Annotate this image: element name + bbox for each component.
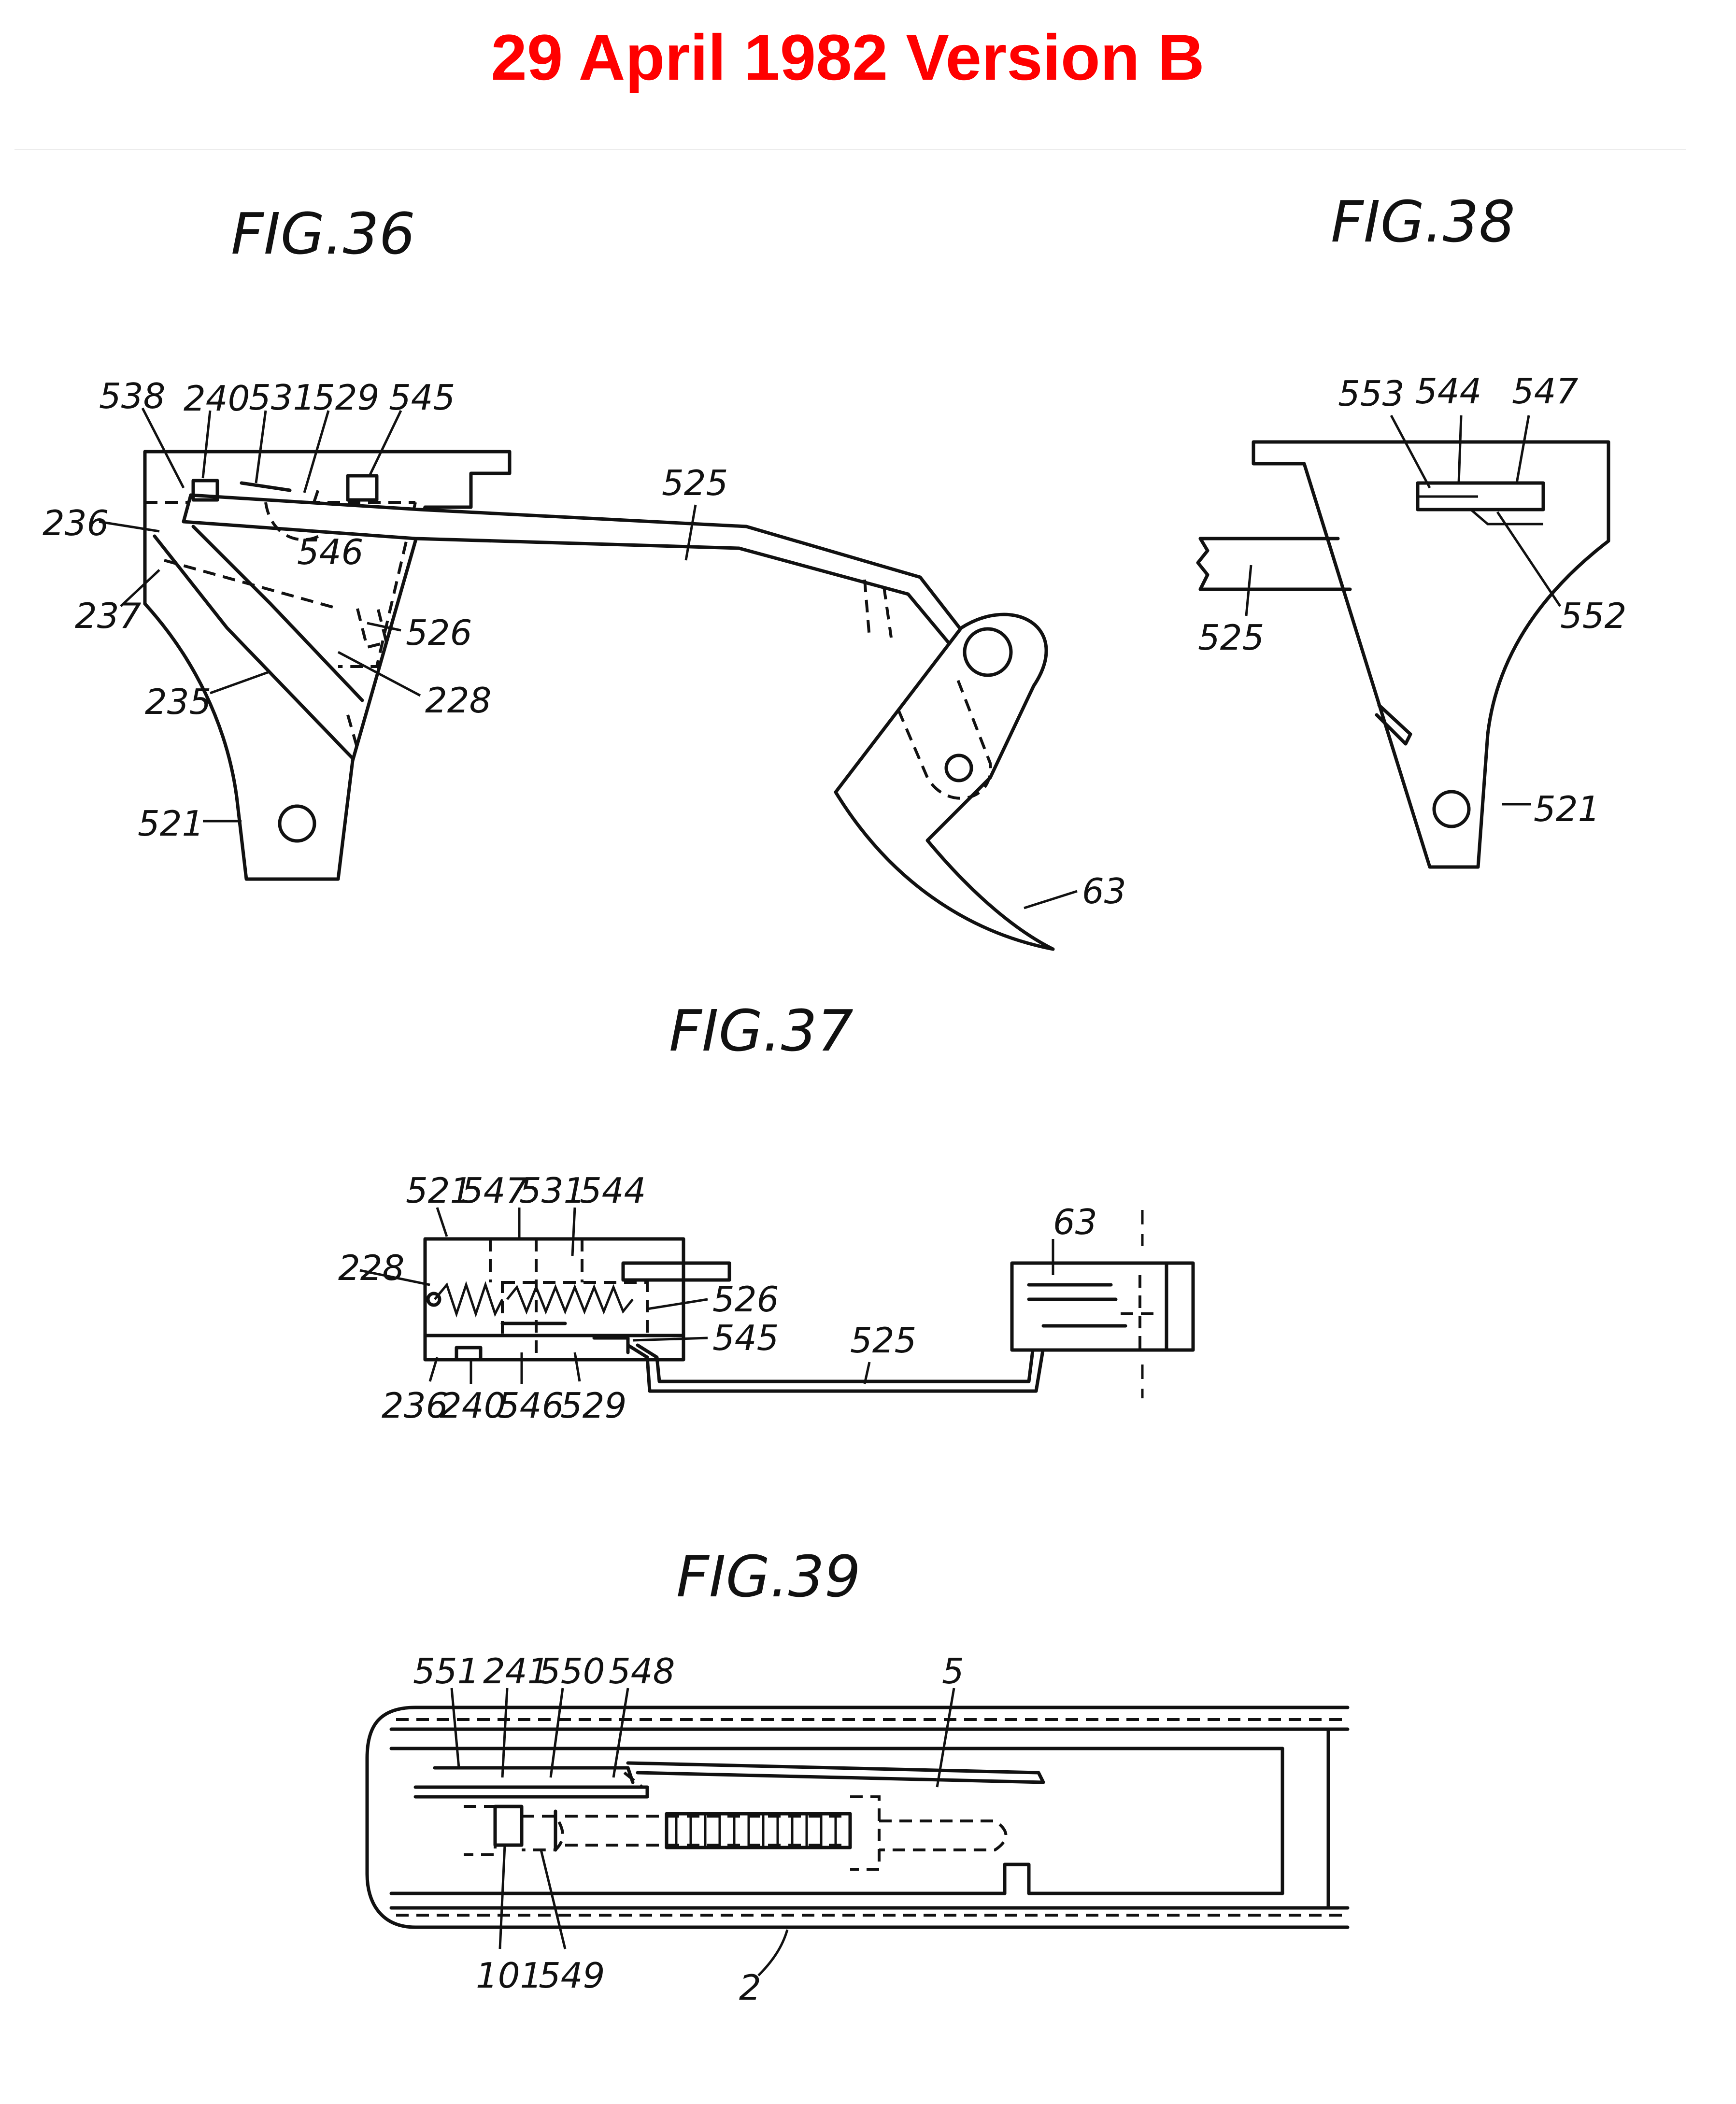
ref-525: 525 [850,1320,916,1361]
ref-237: 237 [75,596,142,636]
ref-545: 545 [389,377,455,418]
fig-39-slide-2 [365,1706,1350,1929]
ref-228: 228 [425,680,491,721]
ref-63: 63 [1082,871,1126,911]
fig-38-reference-numerals: 553 544 547 552 525 521 [1198,371,1626,829]
ref-525: 525 [1198,617,1264,658]
header-divider [14,149,1686,150]
ref-529: 529 [313,377,379,418]
fig-36-label: FIG.36 [231,200,415,267]
ref-546: 546 [498,1385,564,1426]
ref-101: 101 [476,1955,542,1996]
ref-526: 526 [406,612,472,653]
ref-549: 549 [539,1955,605,1996]
fig-38-leaders [1245,414,1562,806]
ref-236: 236 [382,1385,448,1426]
ref-521: 521 [406,1170,472,1211]
ref-548: 548 [609,1651,675,1692]
figure-38: FIG.38 553 544 547 552 525 521 [1196,188,1626,869]
fig-37-leaders [359,1207,1054,1384]
fig-38-frame-521 [1252,440,1610,869]
figure-36: FIG.36 [43,200,1126,951]
fig-37-label: FIG.37 [669,997,854,1064]
fig-36-leaders [99,407,1078,910]
ref-544: 544 [580,1170,646,1211]
fig-36-trigger-63 [834,612,1055,951]
ref-545: 545 [712,1318,779,1358]
fig-36-reference-numerals: 538 240 531 529 545 525 236 546 237 526 … [43,376,1126,911]
ref-236: 236 [43,503,109,543]
fig-38-label: FIG.38 [1331,188,1515,255]
ref-550: 550 [539,1651,605,1692]
ref-531: 531 [249,377,315,418]
ref-2: 2 [739,1967,761,2008]
fig-38-bar-525 [1196,537,1352,591]
fig-37-trigger-63 [1010,1210,1195,1398]
ref-240: 240 [440,1385,506,1426]
fig-36-parts [191,474,388,649]
ref-546: 546 [297,532,363,572]
figure-37: FIG.37 [338,997,1195,1426]
ref-547: 547 [1512,371,1579,412]
ref-551: 551 [413,1651,479,1692]
ref-63: 63 [1053,1202,1097,1242]
ref-547: 547 [461,1170,528,1211]
ref-529: 529 [560,1385,626,1426]
ref-525: 525 [662,463,728,503]
fig-39-reference-numerals: 551 241 550 548 5 101 549 2 [413,1651,964,2008]
fig-37-reference-numerals: 521 547 531 544 63 228 526 545 525 236 2… [338,1170,1097,1426]
fig-39-inner-parts [389,1747,1284,1895]
ref-531: 531 [519,1170,585,1211]
ref-526: 526 [712,1279,779,1320]
fig-37-springs [426,1281,634,1318]
fig-37-bar-525 [626,1322,1048,1393]
ref-240: 240 [184,378,250,419]
figure-39: FIG.39 [365,1543,1350,2008]
ref-552: 552 [1560,596,1626,636]
ref-241: 241 [483,1651,549,1692]
ref-521: 521 [1534,789,1600,829]
ref-544: 544 [1415,371,1481,412]
ref-521: 521 [138,803,204,844]
ref-5: 5 [942,1651,964,1692]
fig-36-lever-235 [153,525,364,760]
fig-39-label: FIG.39 [676,1543,861,1610]
ref-538: 538 [99,376,165,416]
ref-235: 235 [145,682,211,722]
ref-553: 553 [1338,373,1404,414]
ref-228: 228 [338,1248,404,1288]
page-title: 29 April 1982 Version B [491,22,1205,94]
fig-39-leaders [450,1688,955,1976]
